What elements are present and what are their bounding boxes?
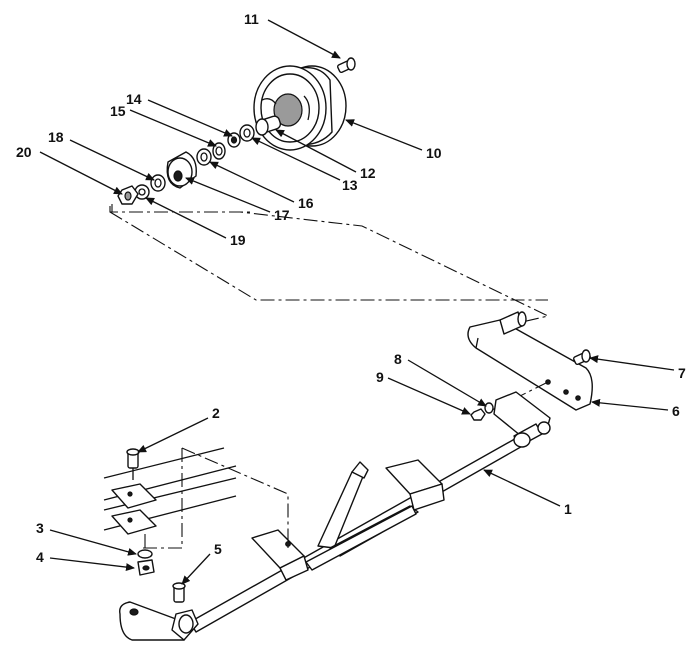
- callout-7: 7: [678, 365, 686, 381]
- axle-frame: [119, 391, 551, 641]
- bearing-18: [150, 174, 166, 192]
- callout-11: 11: [244, 11, 259, 27]
- bearing-15: [212, 142, 226, 160]
- nut-4: [137, 559, 155, 576]
- callout-17: 17: [274, 207, 290, 223]
- leader-lines: [39, 19, 675, 585]
- callout-1: 1: [564, 501, 572, 517]
- callout-9: 9: [376, 369, 384, 385]
- callout-6: 6: [672, 403, 680, 419]
- callout-2: 2: [212, 405, 220, 421]
- washer-19: [134, 184, 150, 200]
- bolt-11: [337, 57, 356, 74]
- washer-8: [484, 402, 494, 414]
- callout-18: 18: [48, 129, 64, 145]
- washer-3: [137, 549, 153, 559]
- callout-16: 16: [298, 195, 314, 211]
- callout-4: 4: [36, 549, 44, 565]
- callout-15: 15: [110, 103, 126, 119]
- bolt-2: [126, 448, 140, 480]
- wheel-hub-17: [166, 151, 197, 189]
- callout-12: 12: [360, 165, 376, 181]
- callout-3: 3: [36, 520, 44, 536]
- wheel-assembly: [111, 57, 356, 213]
- bolt-5: [172, 582, 186, 603]
- mount-detail: [103, 447, 289, 549]
- callout-10: 10: [426, 145, 442, 161]
- callout-20: 20: [16, 144, 32, 160]
- callout-8: 8: [394, 351, 402, 367]
- swing-arm: [467, 311, 593, 411]
- wheel-rim: [253, 65, 347, 151]
- callout-labels: 11 14 15 18 20 10 12 13 16 17 19 8 9 7 6…: [16, 11, 686, 565]
- bearing-13: [239, 124, 255, 142]
- callout-14: 14: [126, 91, 142, 107]
- callout-19: 19: [230, 232, 246, 248]
- bolt-7: [573, 349, 591, 366]
- callout-5: 5: [214, 541, 222, 557]
- callout-13: 13: [342, 177, 358, 193]
- hub-spindle: [255, 115, 282, 136]
- nut-20: [117, 185, 139, 205]
- wheel-centerline: [109, 206, 550, 323]
- nut-9: [470, 408, 486, 421]
- spacer-16: [196, 148, 212, 166]
